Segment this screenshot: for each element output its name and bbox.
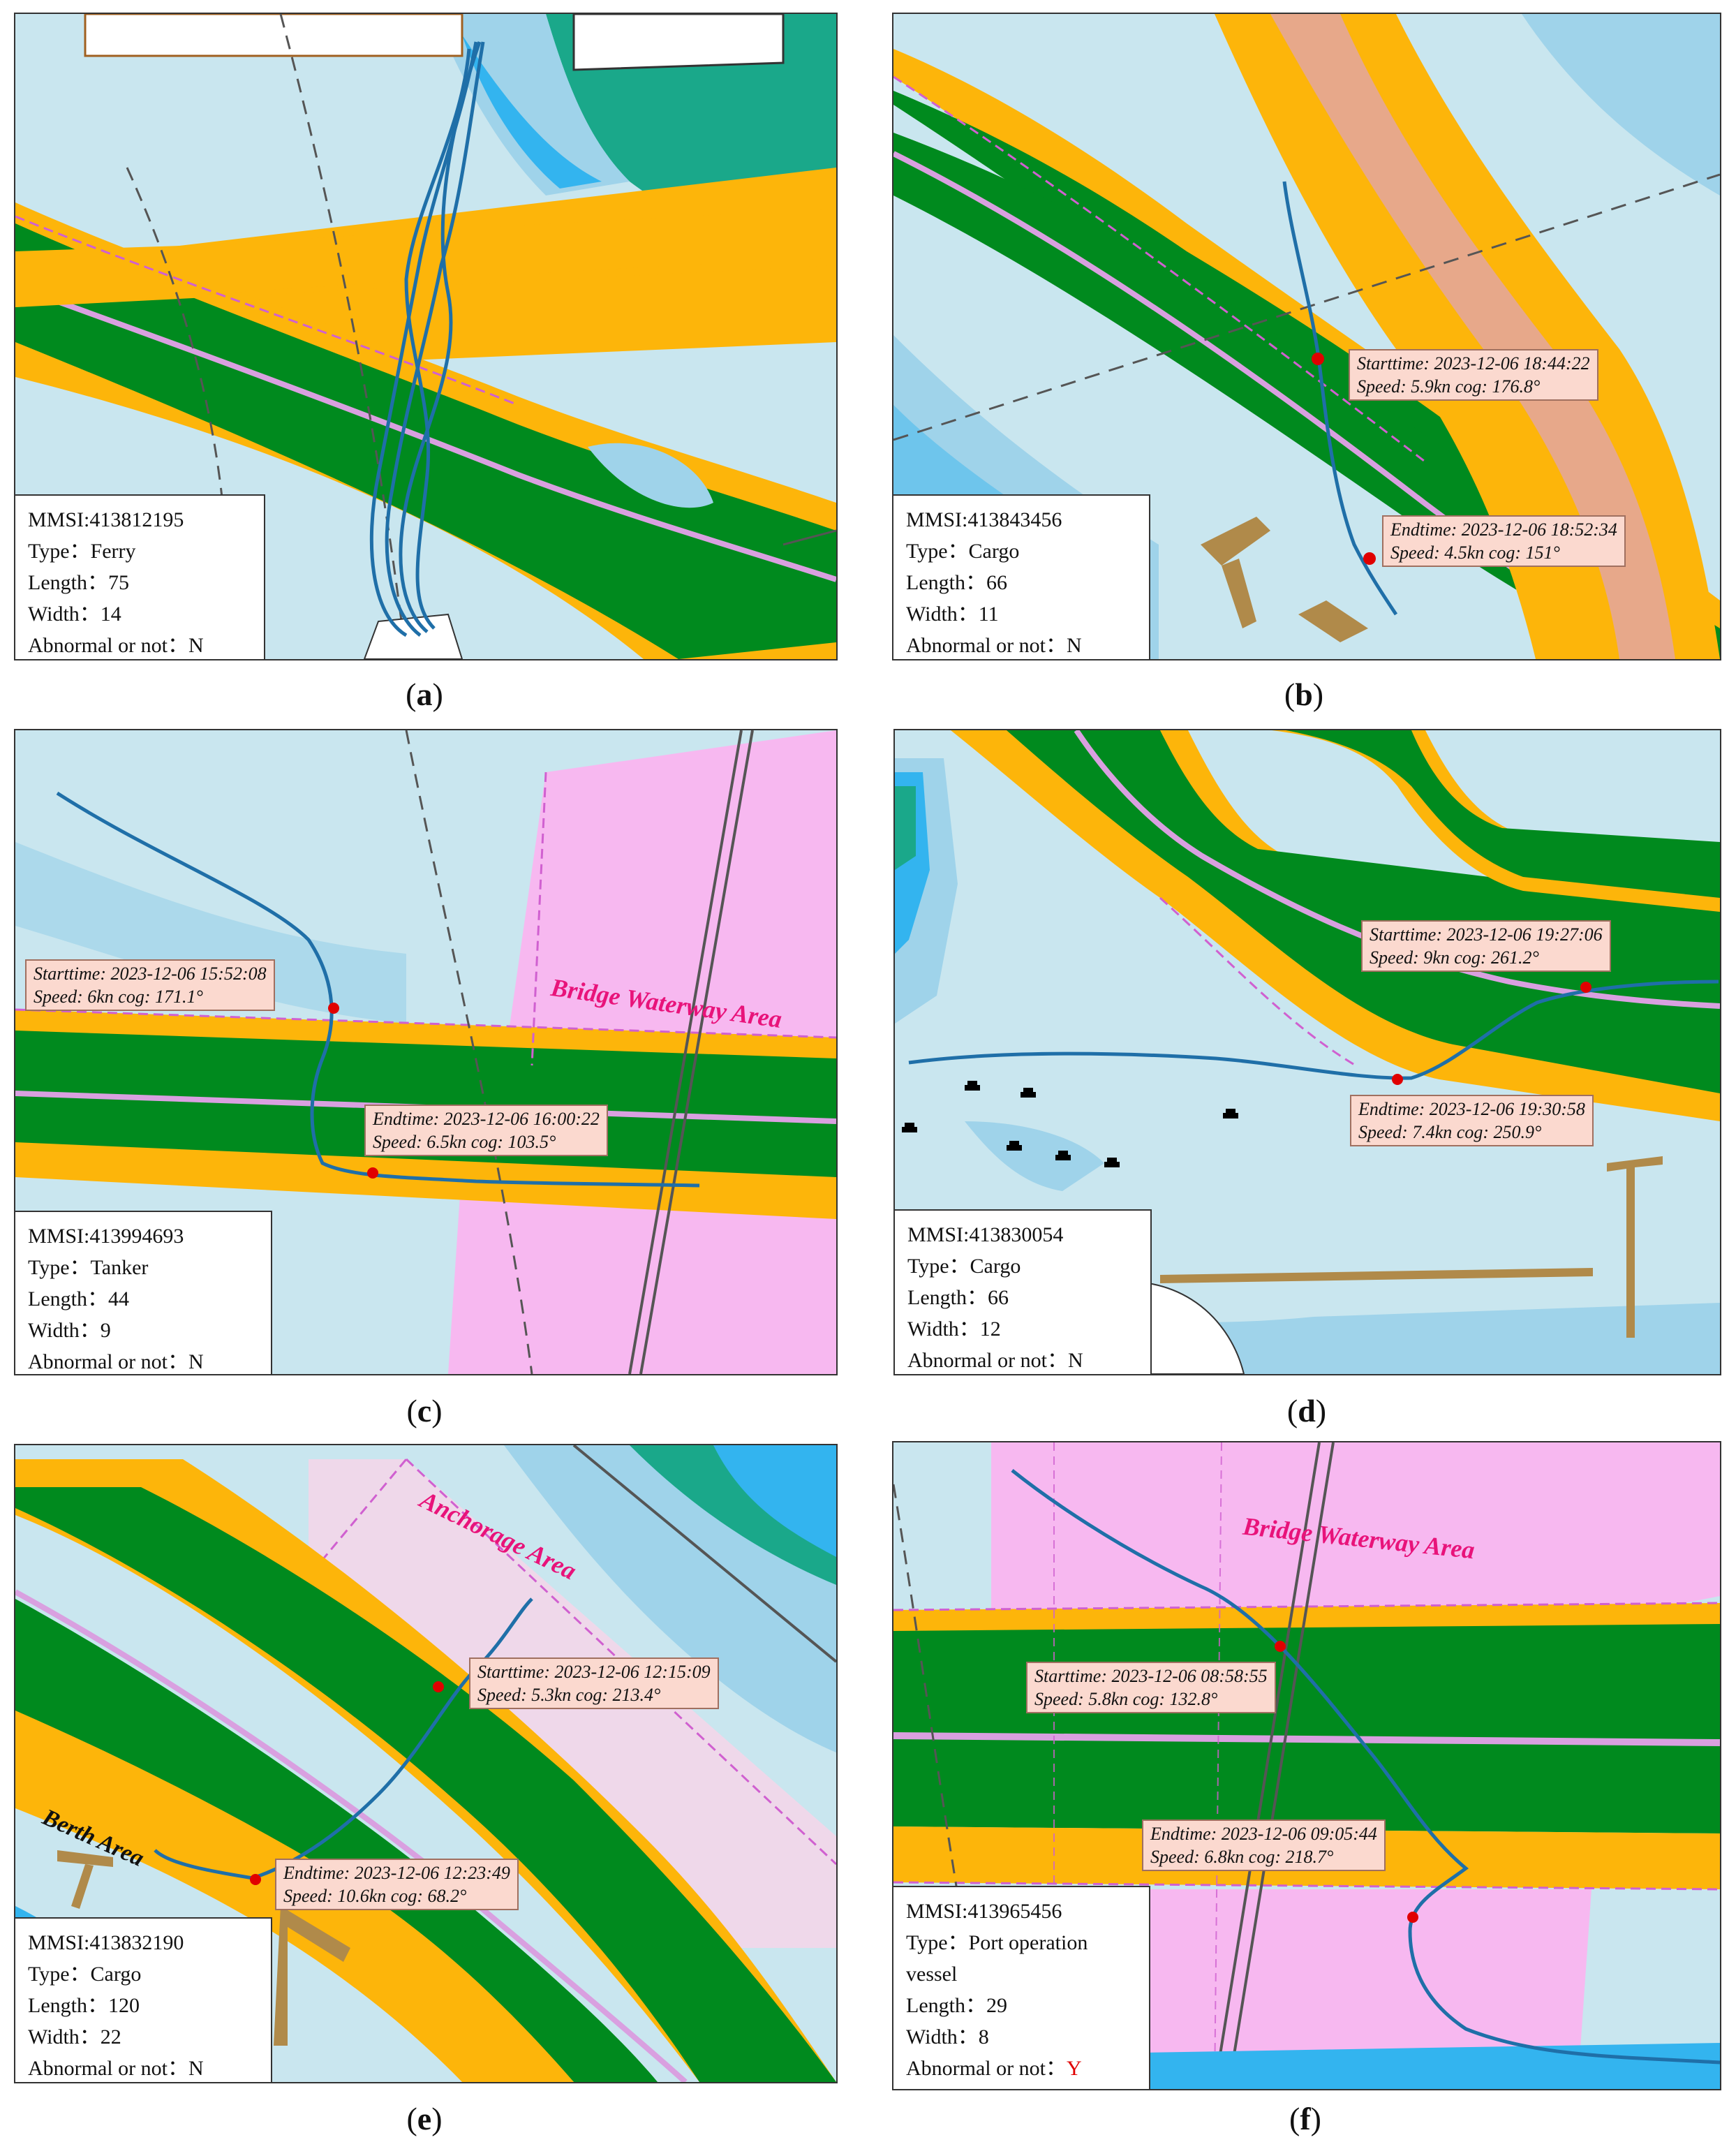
abnormal-status: Abnormal or not：N — [28, 1350, 204, 1373]
panel-f: Bridge Waterway Area Starttime: 2023-12-… — [892, 1441, 1721, 2090]
caption-c: (c) — [406, 1393, 443, 1428]
vessel-type: Type：Ferry — [28, 540, 136, 563]
vessel-width: Width：9 — [28, 1319, 111, 1342]
vessel-track-e — [154, 1597, 533, 1885]
vessel-track-b — [1282, 181, 1398, 616]
start-callout-b: Starttime: 2023-12-06 18:44:22 Speed: 5.… — [1349, 349, 1598, 401]
mmsi: MMSI:413994693 — [28, 1225, 184, 1248]
abnormal-value: N — [1067, 1349, 1083, 1372]
end-callout-e: Endtime: 2023-12-06 12:23:49 Speed: 10.6… — [275, 1859, 519, 1910]
abnormal-value: N — [188, 634, 204, 657]
panel-b: Starttime: 2023-12-06 18:44:22 Speed: 5.… — [892, 13, 1721, 660]
abnormal-value: N — [188, 1350, 204, 1373]
start-callout-c: Starttime: 2023-12-06 15:52:08 Speed: 6k… — [25, 959, 275, 1011]
vessel-info-box-d: MMSI:413830054 Type：Cargo Length：66 Widt… — [895, 1209, 1152, 1374]
vessel-length: Length：29 — [906, 1994, 1007, 2017]
mmsi: MMSI:413812195 — [28, 508, 184, 531]
end-callout-c: Endtime: 2023-12-06 16:00:22 Speed: 6.5k… — [364, 1105, 608, 1156]
abnormal-value: Y — [1066, 2057, 1082, 2080]
mmsi: MMSI:413843456 — [906, 508, 1062, 531]
start-callout-f: Starttime: 2023-12-06 08:58:55 Speed: 5.… — [1026, 1662, 1276, 1713]
end-callout-f: Endtime: 2023-12-06 09:05:44 Speed: 6.8k… — [1142, 1819, 1386, 1871]
anchor-symbols — [902, 1081, 1238, 1167]
abnormal-status: Abnormal or not：N — [28, 2057, 204, 2080]
vessel-track-c — [56, 791, 700, 1188]
caption-a: (a) — [406, 677, 443, 712]
vessel-width: Width：8 — [906, 2025, 989, 2048]
caption-d: (d) — [1286, 1393, 1327, 1428]
vessel-length: Length：120 — [28, 1994, 140, 2017]
abnormal-value: N — [188, 2057, 204, 2080]
start-callout-e: Starttime: 2023-12-06 12:15:09 Speed: 5.… — [469, 1657, 719, 1709]
vessel-track-d — [908, 980, 1719, 1085]
mmsi: MMSI:413965456 — [906, 1900, 1062, 1923]
end-callout-d: Endtime: 2023-12-06 19:30:58 Speed: 7.4k… — [1350, 1095, 1594, 1146]
abnormal-status: Abnormal or not：Y — [906, 2057, 1082, 2080]
vessel-width: Width：11 — [906, 603, 999, 626]
vessel-info-box-a: MMSI:413812195 Type：Ferry Length：75 Widt… — [15, 494, 265, 659]
vessel-type: Type：Cargo — [28, 1963, 142, 1986]
vessel-info-box-c: MMSI:413994693 Type：Tanker Length：44 Wid… — [15, 1211, 272, 1374]
vessel-info-box-f: MMSI:413965456 Type：Port operation vesse… — [893, 1886, 1150, 2089]
vessel-length: Length：44 — [28, 1287, 129, 1310]
mmsi: MMSI:413830054 — [907, 1223, 1064, 1246]
abnormal-value: N — [1066, 634, 1082, 657]
caption-b: (b) — [1284, 677, 1324, 712]
panel-c: Bridge Waterway Area Starttime: 2023-12-… — [14, 729, 838, 1375]
panel-a: MMSI:413812195 Type：Ferry Length：75 Widt… — [14, 13, 838, 660]
panel-d: Starttime: 2023-12-06 19:27:06 Speed: 9k… — [893, 729, 1721, 1375]
vessel-type-line2: vessel — [906, 1963, 958, 1986]
vessel-width: Width：22 — [28, 2025, 121, 2048]
vessel-type: Type：Cargo — [906, 540, 1020, 563]
vessel-info-box-e: MMSI:413832190 Type：Cargo Length：120 Wid… — [15, 1917, 272, 2082]
vessel-length: Length：66 — [906, 571, 1007, 594]
vessel-type: Type：Cargo — [907, 1255, 1021, 1278]
vessel-type: Type：Tanker — [28, 1256, 149, 1279]
abnormal-status: Abnormal or not：N — [28, 634, 204, 657]
vessel-width: Width：12 — [907, 1317, 1001, 1341]
caption-e: (e) — [406, 2101, 443, 2136]
vessel-info-box-b: MMSI:413843456 Type：Cargo Length：66 Widt… — [893, 494, 1150, 659]
vessel-type: Type：Port operation — [906, 1931, 1088, 1954]
abnormal-status: Abnormal or not：N — [906, 634, 1082, 657]
abnormal-status: Abnormal or not：N — [907, 1349, 1083, 1372]
chart-map-a — [15, 14, 836, 659]
caption-f: (f) — [1289, 2101, 1321, 2136]
vessel-length: Length：75 — [28, 571, 129, 594]
vessel-length: Length：66 — [907, 1286, 1009, 1309]
start-callout-d: Starttime: 2023-12-06 19:27:06 Speed: 9k… — [1361, 920, 1611, 972]
mmsi: MMSI:413832190 — [28, 1931, 184, 1954]
vessel-width: Width：14 — [28, 603, 121, 626]
end-callout-b: Endtime: 2023-12-06 18:52:34 Speed: 4.5k… — [1382, 515, 1626, 567]
vessel-track-a — [369, 41, 485, 637]
vessel-track-f — [1011, 1469, 1720, 2065]
panel-e: Anchorage Area Berth Area Starttime: 202… — [14, 1444, 838, 2083]
